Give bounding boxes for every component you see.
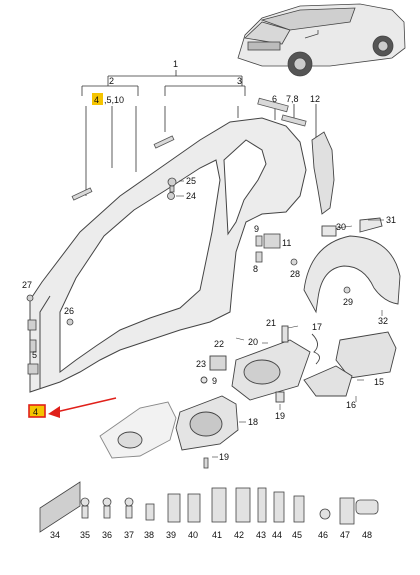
consumables-row [39, 481, 379, 533]
callout-8: 8 [253, 264, 258, 274]
callout-22: 22 [214, 339, 224, 349]
leader-lines [176, 180, 384, 458]
red-arrow-line [55, 397, 117, 413]
bolt-parts [26, 177, 177, 375]
callout-27: 27 [22, 280, 32, 290]
rear-bracket-parts [275, 325, 397, 403]
part-label-37: 37 [124, 530, 134, 540]
callout-11: 11 [282, 238, 291, 248]
callout-3: 3 [237, 76, 242, 86]
callout-32: 32 [378, 316, 388, 326]
callout-17: 17 [312, 322, 322, 332]
callout-16: 16 [346, 400, 356, 410]
callout-4-top: 4 [94, 95, 99, 105]
wheel-arch-liner [303, 217, 401, 314]
callout-31: 31 [386, 215, 396, 225]
callout-2: 2 [109, 76, 114, 86]
part-label-40: 40 [188, 530, 198, 540]
highlight-marker [28, 397, 117, 418]
callout-5-10: ,5,10 [104, 95, 124, 105]
bottom-row-labels: 34 35 36 37 38 39 40 41 42 43 44 45 46 4… [50, 530, 372, 540]
callout-24: 24 [186, 191, 196, 201]
clip-parts [203, 233, 351, 469]
callout-25: 25 [186, 176, 196, 186]
fuel-door-parts [99, 339, 311, 459]
part-label-34: 34 [50, 530, 60, 540]
part-label-42: 42 [234, 530, 244, 540]
part-label-41: 41 [212, 530, 222, 540]
callout-21: 21 [266, 318, 276, 328]
part-label-47: 47 [340, 530, 350, 540]
part-label-48: 48 [362, 530, 372, 540]
part-label-46: 46 [318, 530, 328, 540]
part-label-39: 39 [166, 530, 176, 540]
callout-29: 29 [343, 297, 353, 307]
part-label-38: 38 [144, 530, 154, 540]
highlight-label-bg [92, 93, 103, 105]
vehicle-overview-image [237, 3, 406, 77]
callout-15: 15 [374, 377, 384, 387]
side-panel-frame [29, 117, 307, 393]
callout-labels: 1 2 3 4 4 ,5,10 6 7,8 12 25 24 30 31 9 1… [22, 59, 396, 462]
callout-26: 26 [64, 306, 74, 316]
part-label-45: 45 [292, 530, 302, 540]
part-label-43: 43 [256, 530, 266, 540]
callout-19-right: 19 [275, 411, 285, 421]
callout-9-lower: 9 [212, 376, 217, 386]
callout-12: 12 [310, 94, 320, 104]
callout-5: 5 [32, 350, 37, 360]
callout-4-highlighted: 4 [33, 407, 38, 417]
red-arrow-icon [48, 406, 60, 418]
pillar-trim-part [311, 131, 335, 215]
part-label-35: 35 [80, 530, 90, 540]
callout-20: 20 [248, 337, 258, 347]
callout-19-bottom: 19 [219, 452, 229, 462]
callout-18: 18 [248, 417, 258, 427]
part-label-36: 36 [102, 530, 112, 540]
part-label-44: 44 [272, 530, 282, 540]
trim-strips [71, 97, 307, 201]
callout-7-8: 7,8 [286, 94, 299, 104]
callout-28: 28 [290, 269, 300, 279]
callout-6: 6 [272, 94, 277, 104]
callout-30: 30 [336, 222, 346, 232]
callout-1: 1 [173, 59, 178, 69]
callout-9-upper: 9 [254, 224, 259, 234]
callout-23: 23 [196, 359, 206, 369]
highlight-box [28, 404, 46, 418]
